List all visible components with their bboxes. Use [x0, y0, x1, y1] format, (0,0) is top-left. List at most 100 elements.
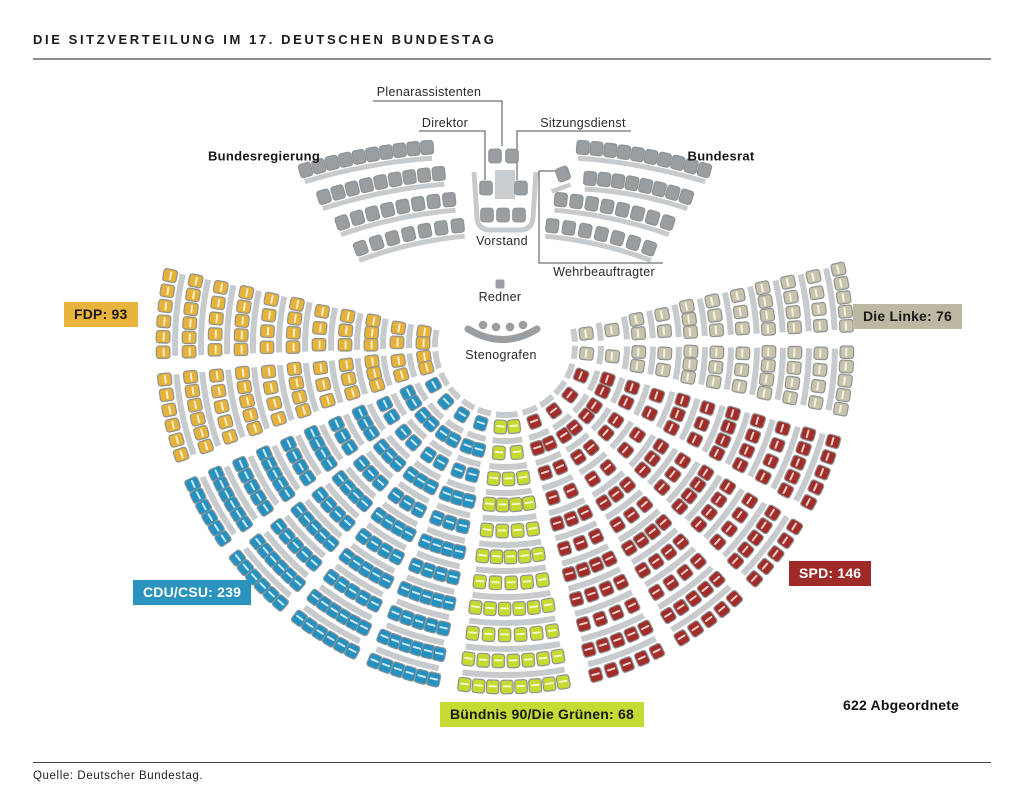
seat — [493, 419, 508, 435]
seat — [450, 462, 467, 479]
seat — [419, 139, 435, 156]
row-desk — [670, 584, 732, 633]
seat — [738, 442, 756, 459]
seat — [633, 649, 651, 667]
seat — [581, 641, 597, 658]
seat — [207, 342, 223, 357]
seat — [662, 574, 680, 592]
seat — [184, 383, 201, 399]
seat — [212, 279, 229, 295]
row-desk — [476, 406, 492, 417]
row-desk — [328, 306, 339, 351]
seat — [338, 357, 354, 372]
row-desk — [438, 371, 451, 387]
party-linke-seats — [570, 261, 855, 417]
seat — [663, 419, 680, 437]
seat — [578, 346, 595, 361]
seat — [762, 452, 780, 470]
seat — [705, 374, 722, 390]
seat — [328, 505, 347, 523]
row-desk — [406, 353, 418, 378]
seat — [839, 345, 855, 360]
seat — [745, 570, 764, 588]
seat — [729, 287, 746, 304]
seat — [561, 565, 578, 583]
row-desk — [665, 461, 701, 504]
row-desk — [318, 584, 373, 621]
seat — [415, 336, 431, 350]
row-desk — [770, 425, 801, 490]
seat — [344, 180, 360, 197]
seat — [344, 385, 361, 401]
seat — [340, 371, 357, 387]
row-desk — [521, 404, 539, 416]
seat — [355, 527, 373, 546]
seat — [697, 464, 715, 482]
seat — [647, 552, 665, 571]
seat — [172, 446, 190, 463]
row-desk — [596, 345, 604, 365]
seat — [634, 561, 652, 579]
bench-desk — [340, 207, 456, 237]
seat — [813, 346, 829, 361]
sitzungsdienst-label: Sitzungsdienst — [540, 116, 626, 130]
seat — [195, 498, 213, 515]
seat — [505, 148, 519, 164]
spd-badge: SPD: 146 — [789, 561, 872, 586]
seat — [601, 550, 618, 568]
seat — [709, 345, 725, 360]
row-desk — [199, 475, 237, 536]
wehrbeauftragter-seat — [550, 165, 572, 194]
row-desk — [302, 301, 313, 352]
row-desk — [431, 329, 440, 348]
seat — [690, 515, 708, 533]
seat — [588, 556, 605, 574]
seat — [754, 468, 772, 486]
seat — [814, 464, 831, 481]
seat — [810, 378, 827, 394]
seat — [418, 360, 435, 376]
party-cdu-seats — [184, 371, 492, 688]
row-desk — [406, 418, 428, 440]
seat — [531, 546, 546, 563]
seat — [732, 304, 749, 320]
seat — [431, 645, 447, 663]
row-desk — [554, 520, 598, 542]
seat — [392, 142, 407, 159]
seat — [488, 148, 502, 164]
row-desk — [276, 295, 288, 353]
seat — [459, 437, 476, 455]
seat — [461, 651, 476, 667]
seat — [366, 595, 383, 613]
seat — [238, 393, 256, 409]
seat — [158, 387, 175, 403]
seat — [316, 188, 332, 205]
redner-seat — [495, 279, 505, 289]
row-desk — [247, 455, 280, 506]
seat — [319, 392, 336, 409]
row-desk — [446, 478, 476, 493]
seat — [651, 181, 667, 198]
seat — [288, 375, 305, 391]
row-desk — [429, 439, 453, 458]
seat — [599, 458, 617, 477]
seat — [709, 533, 727, 551]
row-desk — [574, 589, 634, 617]
seat — [582, 438, 600, 457]
seat — [475, 548, 490, 564]
seat — [217, 414, 234, 430]
row-desk — [723, 347, 734, 391]
seat — [760, 321, 777, 336]
seat — [583, 170, 598, 187]
seat — [482, 601, 498, 617]
seat — [785, 304, 801, 320]
seat — [419, 446, 437, 464]
seat — [670, 154, 686, 171]
seat — [366, 652, 383, 670]
seat — [643, 450, 661, 468]
row-desk — [251, 367, 271, 430]
seat — [837, 373, 853, 388]
seat — [744, 428, 762, 444]
seat — [807, 395, 824, 411]
bench-desk — [322, 181, 445, 211]
